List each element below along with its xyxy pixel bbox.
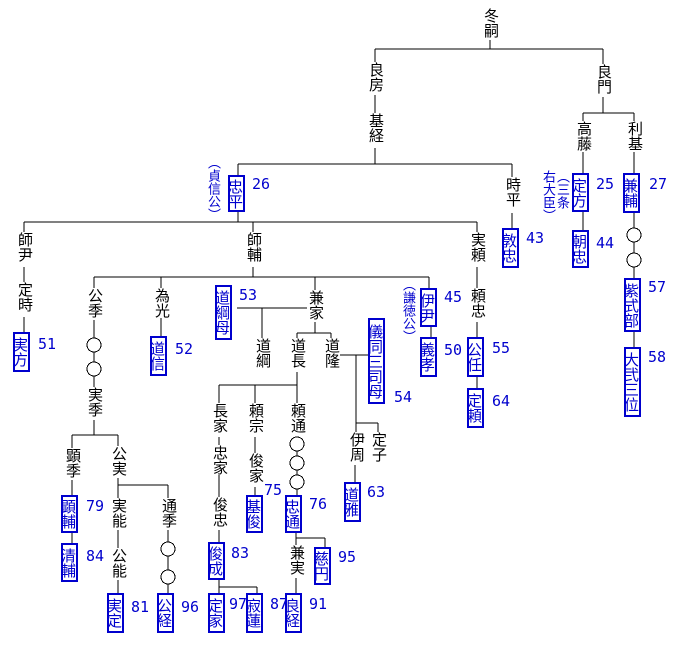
person-sadayori[interactable]: 定頼 [465,388,484,428]
person-michinobu[interactable]: 道信 [148,336,167,376]
poem-number-jakuren: 87 [270,595,289,613]
person-michitsuna: 道綱 [254,338,272,368]
person-takafuji: 高藤 [575,121,593,151]
poem-number-tadamichi: 76 [309,495,328,513]
person-yoshitsune[interactable]: 良経 [283,593,302,633]
person-teishi: 定子 [370,432,388,462]
person-sadatoki: 定時 [16,282,34,312]
poem-number-shunzei: 83 [231,544,250,562]
poem-number-sanekata: 51 [38,335,57,353]
person-yoshikado: 良門 [595,64,613,94]
poem-number-murasakishikibu: 57 [648,278,667,296]
poem-number-kintsune: 96 [181,598,200,616]
person-toshitada: 俊忠 [211,497,229,527]
person-kanesuke[interactable]: 兼輔 [621,173,640,213]
person-shunzei[interactable]: 俊成 [206,542,225,580]
person-morosuke: 師輔 [245,232,263,262]
person-tadahira[interactable]: 忠平 [226,175,245,212]
person-asatada[interactable]: 朝忠 [570,230,589,268]
person-kinto[interactable]: 公任 [465,337,484,377]
annotation-sadakata: （三条右大臣） [540,170,569,222]
person-murasakishikibu[interactable]: 紫式部 [622,278,641,332]
person-tamemitsu: 為光 [153,288,171,318]
person-kintsune[interactable]: 公経 [155,593,174,633]
person-koretada[interactable]: 伊尹 [418,288,437,327]
poem-number-atsutada: 43 [526,229,545,247]
person-mototoshi[interactable]: 基俊 [244,495,263,533]
person-michisue: 通季 [160,498,178,528]
poem-number-teika: 97 [229,595,248,613]
poem-number-koretada: 45 [444,288,463,306]
person-nagaie: 長家 [211,403,229,433]
person-yoshifusa: 良房 [367,62,385,92]
person-kinyoshi: 公能 [110,548,128,578]
poem-number-tadahira: 26 [252,175,271,193]
poem-number-asatada: 44 [596,234,615,252]
person-michitaka: 道隆 [323,338,341,368]
person-saneyori: 実頼 [469,232,487,262]
poem-number-michinobu: 52 [175,340,194,358]
person-akisuke[interactable]: 顕輔 [59,495,78,533]
person-sadakata[interactable]: 定方 [570,173,589,212]
person-michinaga: 道長 [289,338,307,368]
person-gidosanshi-haha[interactable]: 儀同三司母 [366,318,385,404]
poem-number-akisuke: 79 [86,497,105,515]
person-kanezane: 兼実 [288,545,306,575]
person-jakuren[interactable]: 寂蓮 [244,593,263,633]
person-sanesue: 実季 [86,387,104,417]
person-yorimune: 頼宗 [247,403,265,433]
person-morotada: 師尹 [16,232,34,262]
poem-number-yoshitsune: 91 [309,595,328,613]
poem-number-sanesada: 81 [131,598,150,616]
person-michitsuna-haha[interactable]: 道綱母 [213,285,232,340]
poem-number-sadayori: 64 [492,392,511,410]
person-saneyoshi: 実能 [110,498,128,528]
annotation-koretada: （謙徳公） [400,278,415,343]
person-yoshitaka[interactable]: 義孝 [418,337,437,377]
annotation-tadahira: （貞信公） [205,156,220,221]
poem-number-jien: 95 [338,548,357,566]
person-sanekata[interactable]: 実方 [11,332,30,372]
person-kaneie: 兼家 [307,290,325,320]
person-tokihira: 時平 [504,177,522,207]
person-kinzane: 公実 [110,446,128,476]
poem-number-kanesuke: 27 [649,175,668,193]
person-michimasa[interactable]: 道雅 [342,482,361,522]
person-yoritada: 頼忠 [469,288,487,318]
generation-marker-circles [86,227,642,585]
poem-number-michitsuna-haha: 53 [239,286,258,304]
person-korechika: 伊周 [348,432,366,462]
person-yorimichi: 頼通 [289,403,307,433]
poem-number-yoshitaka: 50 [444,341,463,359]
person-jien[interactable]: 慈円 [312,547,331,585]
person-teika[interactable]: 定家 [206,593,225,633]
person-fuyutsugu: 冬嗣 [482,8,500,38]
person-sanesada[interactable]: 実定 [105,593,124,633]
poem-number-sadakata: 25 [596,175,615,193]
poem-number-kinto: 55 [492,339,511,357]
person-mototsune: 基経 [367,113,385,143]
person-toshimoto: 利基 [626,121,644,151]
poem-number-mototoshi: 75 [264,481,283,499]
person-kinsue: 公季 [86,288,104,318]
person-atsutada[interactable]: 敦忠 [500,228,519,268]
poem-number-gidosanshi-haha: 54 [394,388,413,406]
person-toshiie: 俊家 [247,453,265,483]
person-tadaie: 忠家 [211,445,229,475]
poem-number-kiyosuke: 84 [86,547,105,565]
poem-number-daini-no-sanmi: 58 [648,348,667,366]
person-tadamichi[interactable]: 忠通 [283,495,302,533]
person-daini-no-sanmi[interactable]: 大弐三位 [622,347,641,417]
person-kiyosuke[interactable]: 清輔 [59,543,78,582]
person-akisue: 顕季 [64,448,82,478]
poem-number-michimasa: 63 [367,483,386,501]
